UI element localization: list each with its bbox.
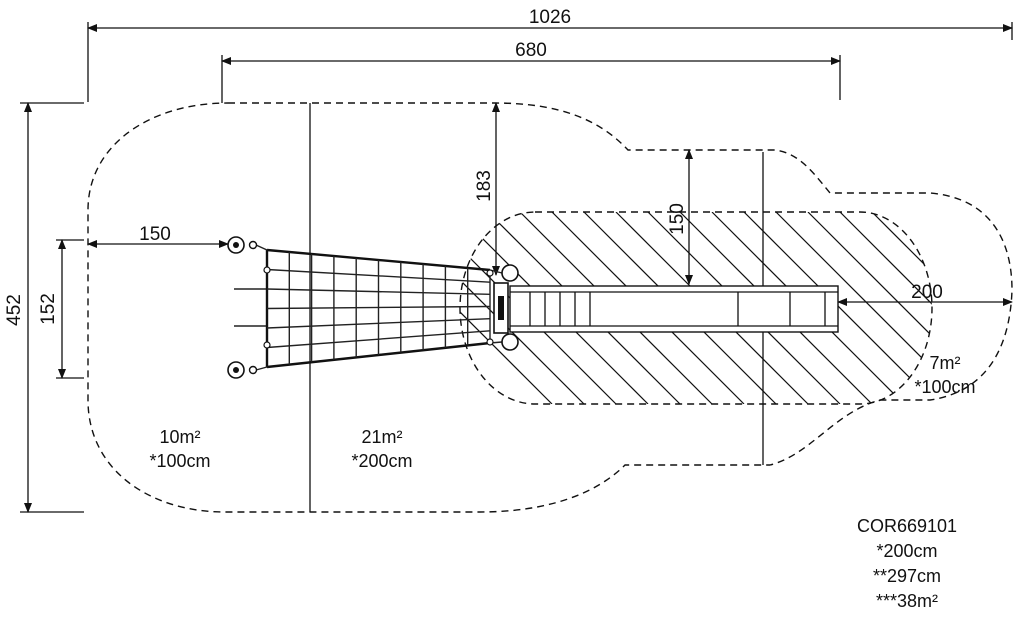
dim-total-width: 1026: [529, 7, 571, 28]
product-height: *200cm: [876, 541, 937, 561]
dim-left-offset: 150: [139, 224, 171, 245]
product-total-area: ***38m²: [876, 591, 938, 611]
slide-bridge: [509, 285, 839, 333]
dim-top-offset: 183: [474, 170, 495, 202]
product-code: COR669101: [857, 516, 957, 536]
zone-slide-depth: *100cm: [914, 377, 975, 397]
outer-safety-zone: [87, 102, 1013, 513]
dim-inner-width: 680: [515, 40, 547, 61]
zone-left-area: 10m²: [159, 427, 200, 447]
dim-slide-right: 200: [911, 282, 943, 303]
zone-left-depth: *100cm: [149, 451, 210, 471]
dim-net-height: 152: [38, 293, 59, 325]
climbing-net: [227, 236, 503, 379]
platform-connector: [486, 264, 519, 351]
zone-slide-area: 7m²: [930, 353, 961, 373]
zone-middle-depth: *200cm: [351, 451, 412, 471]
dim-slide-offset: 150: [667, 203, 688, 235]
net-pole-bottom: [227, 361, 258, 379]
zone-middle-area: 21m²: [361, 427, 402, 447]
product-fall-height: **297cm: [873, 566, 941, 586]
dim-total-height: 452: [4, 294, 25, 326]
slide-safety-zone: [459, 211, 933, 405]
net-pole-top: [227, 236, 258, 254]
